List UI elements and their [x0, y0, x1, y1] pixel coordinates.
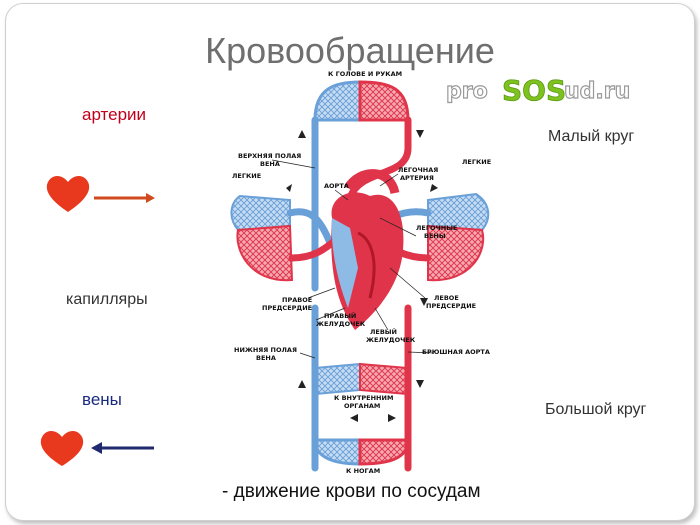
label-lungs-left: ЛЕГКИЕ — [232, 172, 261, 180]
artery-arrow-icon — [94, 193, 155, 203]
vein-legend-symbol — [40, 431, 154, 466]
label-ivc-1: НИЖНЯЯ ПОЛАЯ — [234, 346, 297, 354]
large-circle-label: Большой круг — [545, 401, 647, 418]
label-organs-2: ОРГАНАМ — [344, 402, 380, 410]
label-svc-1: ВЕРХНЯЯ ПОЛАЯ — [238, 152, 301, 160]
label-aorta: АОРТА — [324, 182, 349, 190]
slide-title: Кровообращение — [205, 30, 495, 71]
logo-part-sos: SOS — [502, 74, 566, 106]
left-lung-capillaries — [230, 194, 294, 282]
logo-part-pro: pro — [446, 79, 488, 104]
label-pulm-veins-1: ЛЕГОЧНЫЕ — [416, 224, 457, 232]
logo-part-udru: ud.ru — [564, 79, 630, 104]
heart-icon — [46, 176, 90, 212]
label-pulm-artery-1: ЛЕГОЧНАЯ — [398, 166, 438, 174]
label-pulm-veins-2: ВЕНЫ — [424, 232, 446, 240]
label-left-ventricle-1: ЛЕВЫЙ — [370, 327, 397, 336]
label-legs: К НОГАМ — [346, 467, 380, 475]
right-lung-capillaries — [427, 192, 490, 282]
label-organs-1: К ВНУТРЕННИМ — [334, 394, 393, 402]
label-leaders — [271, 159, 435, 359]
legend-capillaries-label: капилляры — [66, 291, 148, 308]
flow-arrows — [286, 130, 438, 422]
organ-capillaries — [314, 362, 409, 396]
label-right-atrium-2: ПРЕДСЕРДИЕ — [262, 304, 312, 312]
label-left-atrium-2: ПРЕДСЕРДИЕ — [426, 302, 476, 310]
label-lungs-right: ЛЕГКИЕ — [462, 158, 491, 166]
label-svc-2: ВЕНА — [260, 160, 280, 168]
heart-icon — [40, 431, 84, 466]
flow-caption: - движение крови по сосудам — [222, 481, 481, 502]
vein-arrow-icon — [91, 442, 154, 454]
label-right-atrium-1: ПРАВОЕ — [282, 296, 312, 304]
legend-arteries-label: артерии — [82, 105, 147, 124]
label-left-ventricle-2: ЖЕЛУДОЧЕК — [366, 336, 416, 344]
artery-legend-symbol — [46, 176, 155, 212]
legs-capillary-bed — [313, 438, 410, 466]
label-head: К ГОЛОВЕ И РУКАМ — [328, 70, 402, 78]
head-capillary-bed — [313, 80, 410, 122]
heart-anatomy — [331, 169, 404, 330]
prososud-logo: pro SOS ud.ru — [446, 74, 631, 106]
label-pulm-artery-2: АРТЕРИЯ — [400, 174, 434, 182]
label-right-ventricle-1: ПРАВЫЙ — [324, 311, 356, 320]
label-left-atrium-1: ЛЕВОЕ — [434, 294, 459, 302]
label-abdominal-aorta: БРЮШНАЯ АОРТА — [422, 348, 490, 356]
circulation-diagram: К ГОЛОВЕ И РУКАМ ВЕРХНЯЯ ПОЛАЯ ВЕНА ЛЕГК… — [230, 70, 491, 475]
small-circle-label: Малый круг — [548, 128, 635, 145]
label-ivc-2: ВЕНА — [256, 354, 276, 362]
legend-veins-label: вены — [82, 390, 122, 409]
label-right-ventricle-2: ЖЕЛУДОЧЕК — [316, 320, 366, 328]
